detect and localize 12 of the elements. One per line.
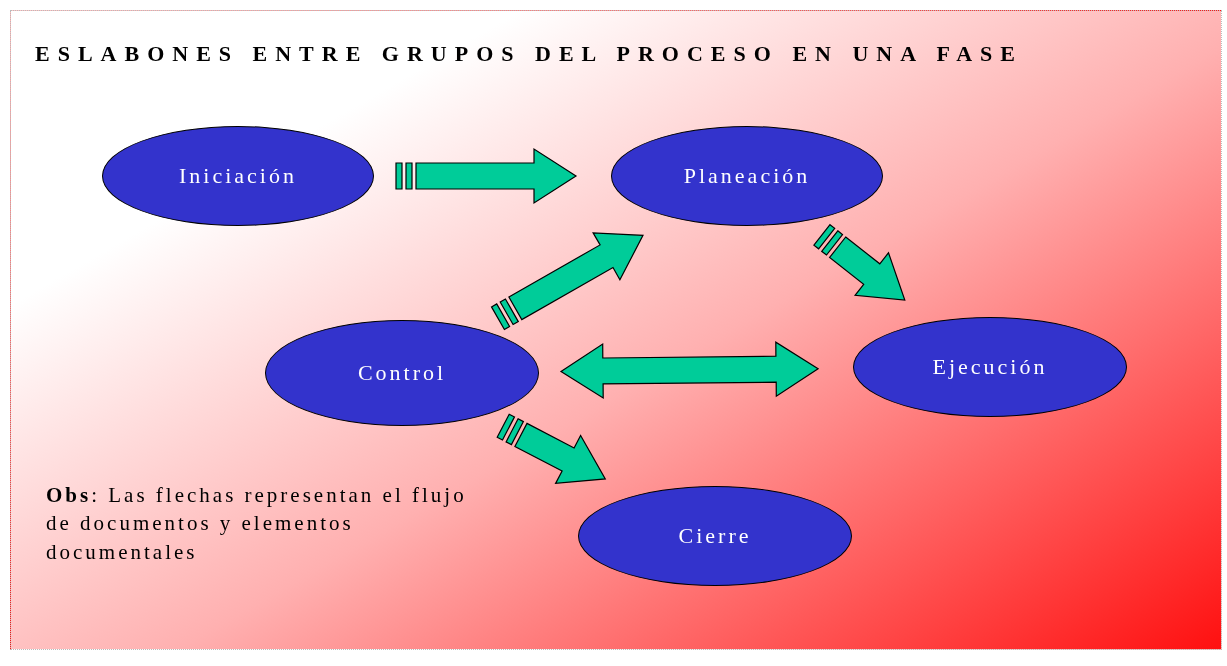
block-arrow (559, 341, 820, 399)
process-ellipse: Cierre (578, 486, 852, 586)
process-ellipse: Iniciación (102, 126, 374, 226)
block-arrow (395, 147, 578, 205)
block-arrow (813, 223, 906, 301)
title: ESLABONES ENTRE GRUPOS DEL PROCESO EN UNA FASE (35, 41, 1024, 67)
process-ellipse: Planeación (611, 126, 883, 226)
block-arrow (490, 232, 644, 331)
process-ellipse: Ejecución (853, 317, 1127, 417)
block-arrow (496, 413, 607, 485)
process-ellipse: Control (265, 320, 539, 426)
note-text: Obs: Las flechas representan el flujo de documentos y elementos documentales (46, 482, 468, 566)
